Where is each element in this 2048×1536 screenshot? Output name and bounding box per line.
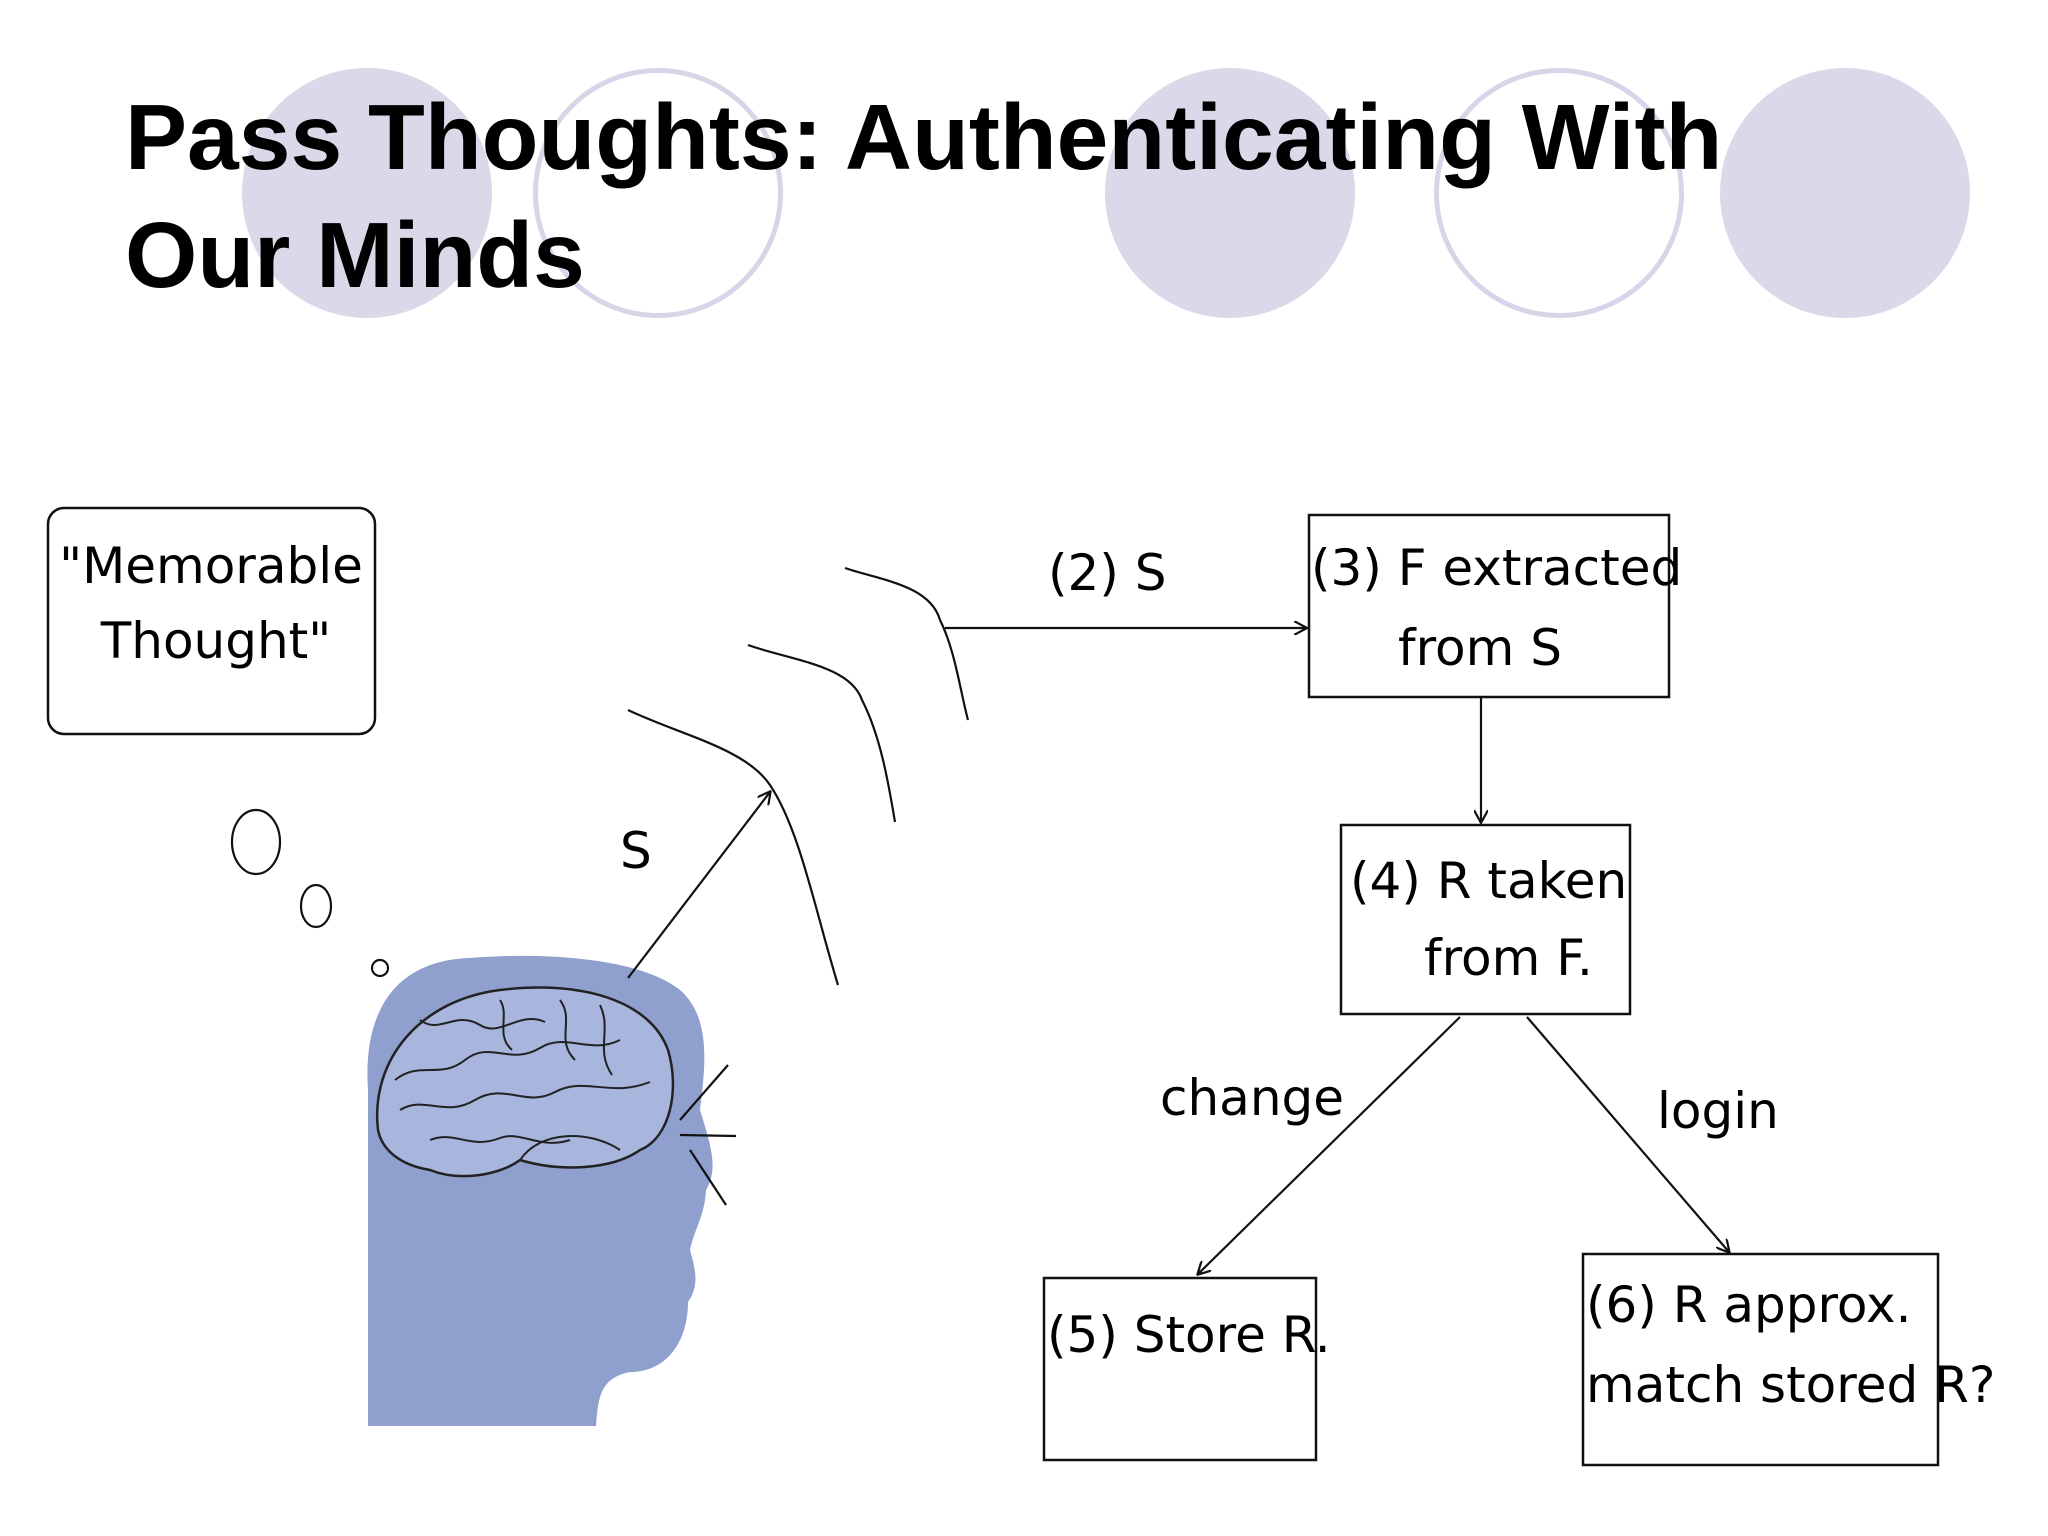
decor-circle-ring-1	[533, 68, 783, 318]
ear-line-3	[689, 1149, 727, 1206]
step5-box	[1042, 1276, 1318, 1462]
arrow-change	[1198, 1016, 1461, 1274]
step4-line-2: from F.	[1424, 929, 1593, 987]
brain-wave-1	[627, 709, 840, 986]
step4-line-1: (4) R taken	[1350, 852, 1627, 910]
step6-line-2: match stored R?	[1586, 1356, 1995, 1414]
step3-box	[1307, 513, 1671, 699]
ear-line-2	[679, 1133, 737, 1138]
step3-line-2: from S	[1398, 619, 1562, 677]
signal-arrow	[627, 792, 770, 979]
slide-title-line-2: Our Minds	[125, 203, 585, 307]
transmit-label: (2) S	[1048, 544, 1166, 602]
memorable-thought-box	[46, 506, 377, 736]
memorable-thought-line-2: Thought"	[100, 612, 332, 670]
brain-wave-3	[844, 566, 970, 721]
decor-circle-filled-3	[1720, 68, 1970, 318]
signal-label: S	[620, 822, 652, 880]
arrow-login	[1526, 1016, 1729, 1252]
thought-dot-medium	[299, 883, 333, 929]
memorable-thought-line-1: "Memorable	[59, 537, 363, 595]
ear-line-1	[679, 1064, 729, 1121]
decor-circle-filled-1	[242, 68, 492, 318]
step4-box	[1339, 823, 1632, 1016]
decor-circle-ring-2	[1434, 68, 1684, 318]
brain-head-icon	[367, 955, 713, 1426]
change-label: change	[1160, 1069, 1344, 1127]
thought-dot-large	[230, 808, 282, 876]
step3-line-1: (3) F extracted	[1311, 539, 1682, 597]
step6-line-1: (6) R approx.	[1586, 1276, 1911, 1334]
brain-wave-2	[747, 643, 897, 823]
step6-box	[1581, 1252, 1940, 1467]
decor-circle-filled-2	[1105, 68, 1355, 318]
login-label: login	[1657, 1082, 1779, 1140]
slide-title: Pass Thoughts: Authenticating With Our M…	[125, 78, 1945, 314]
thought-dot-small	[370, 958, 390, 978]
slide-title-line-1: Pass Thoughts: Authenticating With	[125, 85, 1723, 189]
step5-line-1: (5) Store R.	[1047, 1306, 1331, 1364]
